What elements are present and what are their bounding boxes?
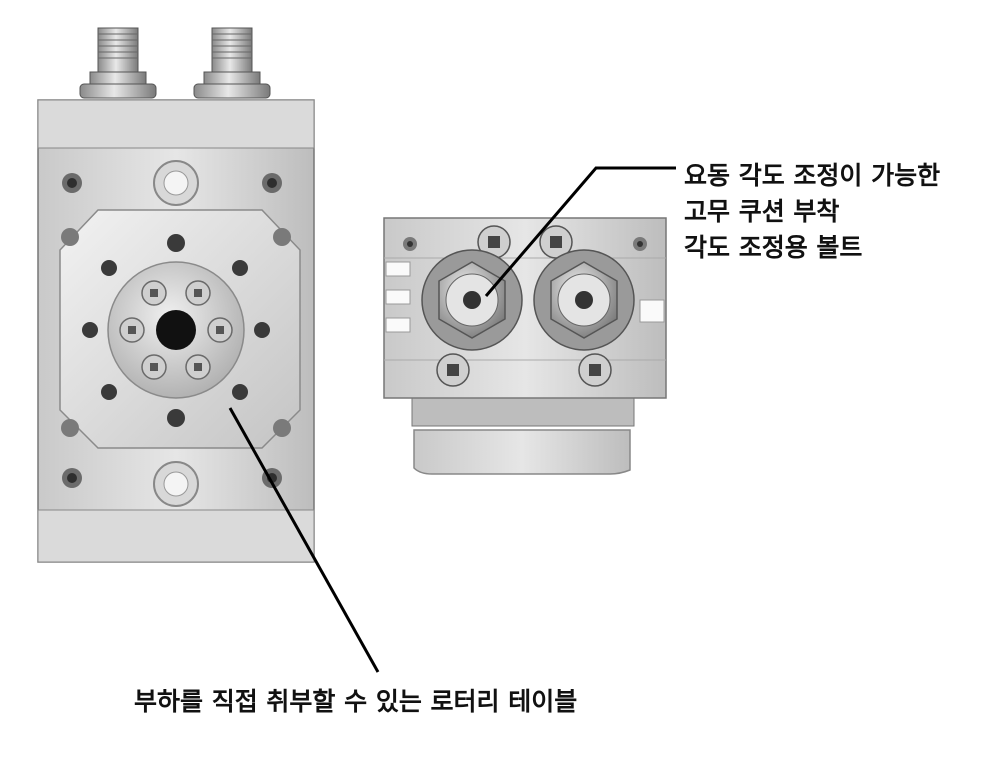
angle-adjust-bolt-right	[533, 249, 635, 351]
angle-adjust-bolt-left	[421, 249, 523, 351]
air-fitting-right	[193, 27, 271, 99]
callout-line: 각도 조정용 볼트	[684, 233, 863, 262]
callout-line: 요동 각도 조정이 가능한	[684, 161, 941, 190]
callout-cushion-bolt-text: 요동 각도 조정이 가능한 고무 쿠션 부착 각도 조정용 볼트	[684, 158, 940, 266]
body-screw	[62, 173, 282, 488]
leader-line-rotary-table	[228, 407, 380, 673]
air-fitting-left	[79, 27, 157, 99]
callout-rotary-table-text: 부하를 직접 취부할 수 있는 로터리 테이블	[134, 687, 578, 716]
actuator-front-view	[37, 27, 315, 563]
callout-line: 고무 쿠션 부착	[684, 197, 840, 226]
rotary-table	[59, 209, 301, 449]
actuator-top-view	[383, 217, 667, 475]
leader-line-cushion-bolt	[484, 166, 676, 297]
